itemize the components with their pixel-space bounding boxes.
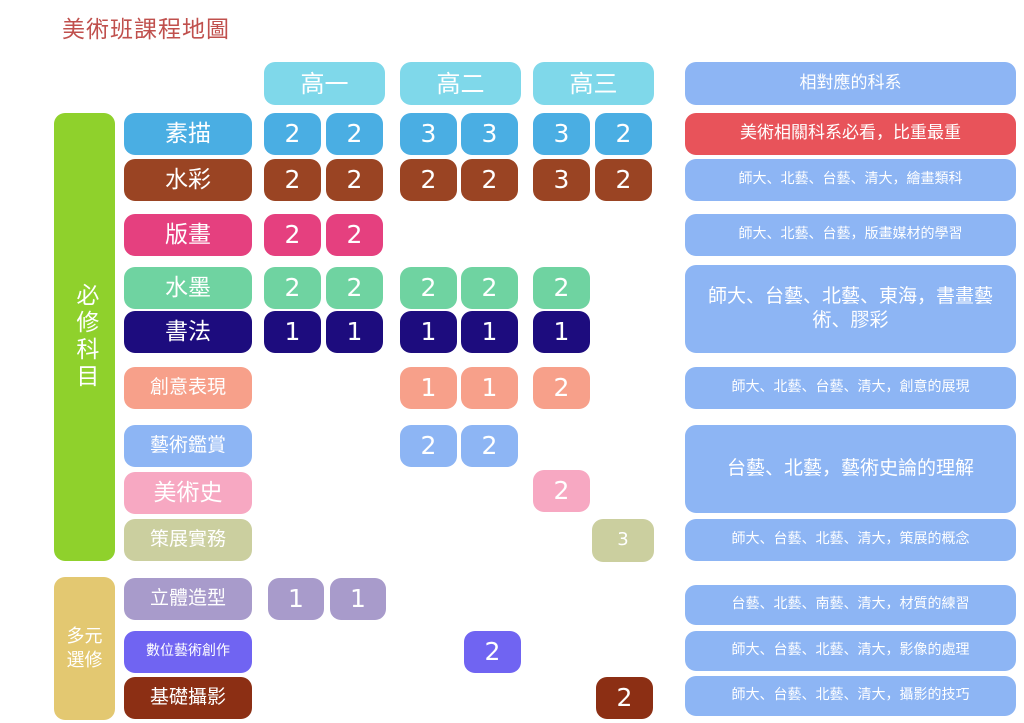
group-elective-label: 多元選修 <box>66 626 103 671</box>
group-required-label: 必修科目 <box>71 283 98 391</box>
credit-cell: 1 <box>461 367 518 409</box>
subject-calligraphy: 書法 <box>124 311 252 353</box>
subject-sketch: 素描 <box>124 113 252 155</box>
dept-header: 相對應的科系 <box>685 62 1016 105</box>
subject-3d-form: 立體造型 <box>124 578 252 620</box>
credit-cell: 2 <box>533 470 590 512</box>
dept-box-ink-calligraphy: 師大、台藝、北藝、東海，書畫藝術、膠彩 <box>685 265 1016 353</box>
dept-box-sketch: 美術相關科系必看，比重最重 <box>685 113 1016 155</box>
subject-photography: 基礎攝影 <box>124 677 252 719</box>
subject-watercolor: 水彩 <box>124 159 252 201</box>
credit-cell: 2 <box>264 214 321 256</box>
credit-cell: 2 <box>461 267 518 309</box>
year-header-3: 高三 <box>533 62 654 105</box>
credit-cell: 2 <box>264 113 321 155</box>
credit-cell: 3 <box>400 113 457 155</box>
year-header-1: 高一 <box>264 62 385 105</box>
subject-ink-painting: 水墨 <box>124 267 252 309</box>
subject-printmaking: 版畫 <box>124 214 252 256</box>
group-elective: 多元選修 <box>54 577 115 720</box>
subject-curation: 策展實務 <box>124 519 252 561</box>
dept-box-digital-art: 師大、台藝、北藝、清大，影像的處理 <box>685 631 1016 671</box>
credit-cell: 3 <box>533 159 590 201</box>
credit-cell: 1 <box>400 367 457 409</box>
credit-cell: 1 <box>268 578 324 620</box>
subject-digital-art: 數位藝術創作 <box>124 631 252 673</box>
credit-cell: 2 <box>400 267 457 309</box>
credit-cell: 3 <box>461 113 518 155</box>
credit-cell: 2 <box>596 677 653 719</box>
credit-cell: 2 <box>326 113 383 155</box>
credit-cell: 1 <box>264 311 321 353</box>
credit-cell: 2 <box>264 159 321 201</box>
credit-cell: 2 <box>326 267 383 309</box>
dept-box-3d-form: 台藝、北藝、南藝、清大，材質的練習 <box>685 585 1016 625</box>
credit-cell: 2 <box>461 425 518 467</box>
credit-cell: 3 <box>592 519 654 562</box>
credit-cell: 2 <box>400 159 457 201</box>
credit-cell: 1 <box>461 311 518 353</box>
group-required: 必修科目 <box>54 113 115 561</box>
subject-art-history: 美術史 <box>124 472 252 514</box>
dept-box-appreciation-history: 台藝、北藝，藝術史論的理解 <box>685 425 1016 513</box>
credit-cell: 1 <box>400 311 457 353</box>
credit-cell: 2 <box>461 159 518 201</box>
dept-box-photography: 師大、台藝、北藝、清大，攝影的技巧 <box>685 676 1016 716</box>
dept-box-curation: 師大、台藝、北藝、清大，策展的概念 <box>685 519 1016 561</box>
credit-cell: 1 <box>533 311 590 353</box>
credit-cell: 3 <box>533 113 590 155</box>
credit-cell: 1 <box>330 578 386 620</box>
year-header-2: 高二 <box>400 62 521 105</box>
credit-cell: 2 <box>400 425 457 467</box>
credit-cell: 2 <box>533 367 590 409</box>
credit-cell: 2 <box>326 159 383 201</box>
subject-creative: 創意表現 <box>124 367 252 409</box>
credit-cell: 2 <box>264 267 321 309</box>
dept-box-printmaking: 師大、北藝、台藝，版畫媒材的學習 <box>685 214 1016 256</box>
credit-cell: 2 <box>326 214 383 256</box>
subject-appreciation: 藝術鑑賞 <box>124 425 252 467</box>
credit-cell: 2 <box>595 113 652 155</box>
dept-box-creative: 師大、北藝、台藝、清大，創意的展現 <box>685 367 1016 409</box>
credit-cell: 2 <box>533 267 590 309</box>
credit-cell: 2 <box>464 631 521 673</box>
dept-box-watercolor: 師大、北藝、台藝、清大，繪畫類科 <box>685 159 1016 201</box>
credit-cell: 2 <box>595 159 652 201</box>
page-title: 美術班課程地圖 <box>62 17 230 43</box>
credit-cell: 1 <box>326 311 383 353</box>
